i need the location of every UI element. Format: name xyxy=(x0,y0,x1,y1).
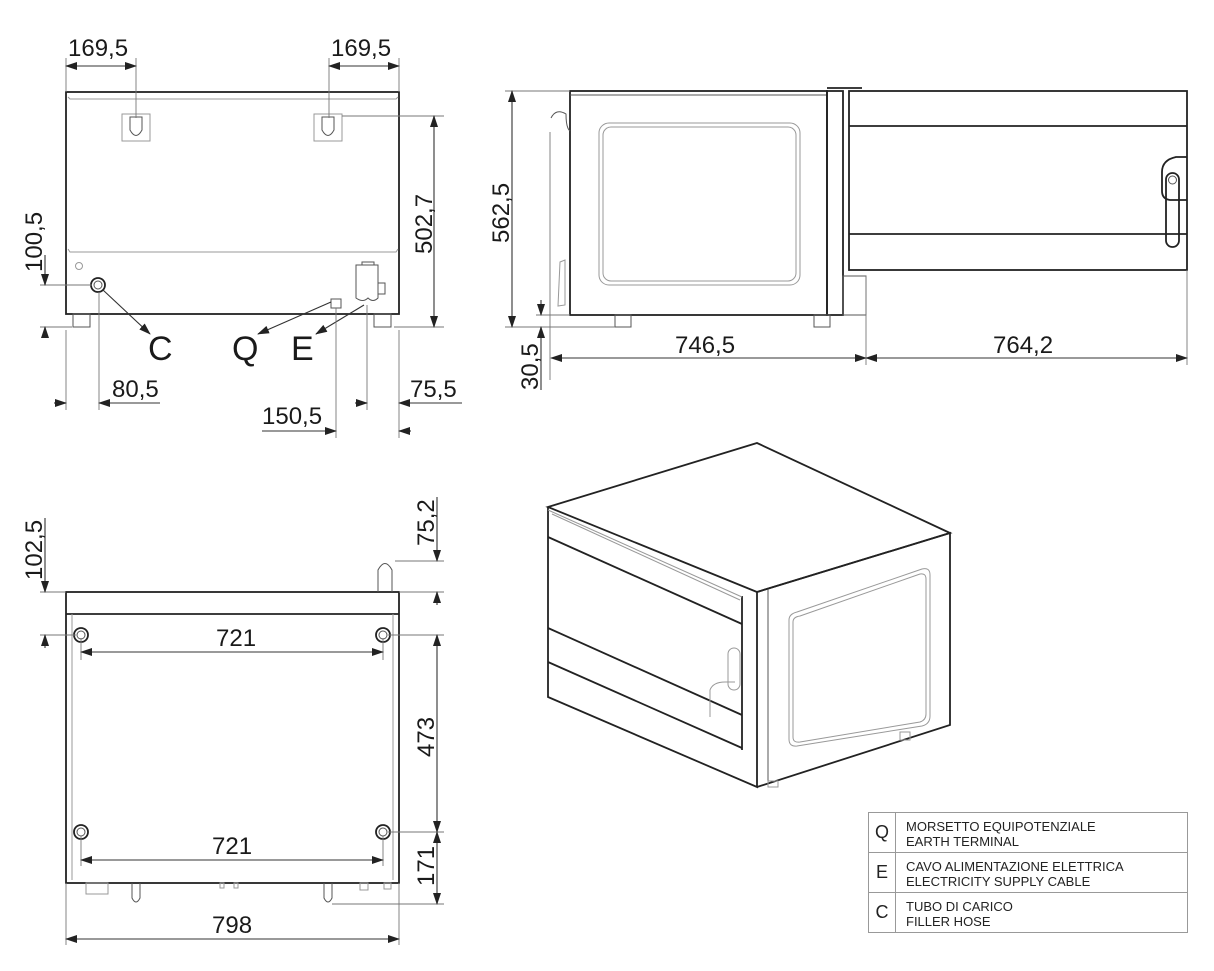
legend-row: C TUBO DI CARICO FILLER HOSE xyxy=(868,892,1188,933)
dim-top-handle: 75,2 xyxy=(413,499,440,546)
legend-desc-en: EARTH TERMINAL xyxy=(906,833,1019,849)
dim-top-width: 798 xyxy=(212,912,252,939)
dim-top-rear-offset: 171 xyxy=(413,846,440,886)
dim-top-feet-rear: 721 xyxy=(216,625,256,652)
dim-side-feet: 30,5 xyxy=(517,343,544,390)
legend-desc-it: MORSETTO EQUIPOTENZIALE xyxy=(906,818,1096,834)
dim-side-depth: 746,5 xyxy=(675,332,735,359)
legend-row: E CAVO ALIMENTAZIONE ELETTRICA ELECTRICI… xyxy=(868,852,1188,893)
dim-top-feet-front: 721 xyxy=(212,833,252,860)
legend-code: Q xyxy=(868,812,896,853)
legend-desc-en: ELECTRICITY SUPPLY CABLE xyxy=(906,873,1091,889)
legend-code: C xyxy=(868,892,896,933)
dim-side-door-open: 764,2 xyxy=(993,332,1053,359)
dim-top-feet-depth: 473 xyxy=(413,717,440,757)
label-c: C xyxy=(148,330,173,368)
label-q: Q xyxy=(232,330,258,368)
rear-view: C Q E 169,5 169,5 502,7 100,5 80,5 xyxy=(21,35,462,438)
label-e: E xyxy=(291,330,314,368)
dim-top-front-overhang: 102,5 xyxy=(21,520,48,580)
dim-rear-bracket-right: 169,5 xyxy=(331,35,391,62)
dim-rear-terminal-offset: 150,5 xyxy=(262,403,322,430)
legend-table: Q MORSETTO EQUIPOTENZIALE EARTH TERMINAL… xyxy=(868,812,1188,933)
legend-desc-it: CAVO ALIMENTAZIONE ELETTRICA xyxy=(906,858,1124,874)
dim-rear-bracket-left: 169,5 xyxy=(68,35,128,62)
legend-code: E xyxy=(868,852,896,893)
dim-rear-height: 502,7 xyxy=(411,194,438,254)
legend-desc-en: FILLER HOSE xyxy=(906,913,991,929)
side-view: 562,5 30,5 746,5 764,2 xyxy=(488,87,1188,390)
dim-rear-hose-height: 100,5 xyxy=(21,212,48,272)
dim-rear-hose-offset: 80,5 xyxy=(112,376,159,403)
dim-rear-cable-offset: 75,5 xyxy=(410,376,457,403)
legend-desc-it: TUBO DI CARICO xyxy=(906,898,1013,914)
legend-row: Q MORSETTO EQUIPOTENZIALE EARTH TERMINAL xyxy=(868,812,1188,853)
top-view: 721 721 798 102,5 75,2 473 171 xyxy=(21,497,444,945)
isometric-view xyxy=(545,442,953,789)
dim-side-height: 562,5 xyxy=(488,183,515,243)
